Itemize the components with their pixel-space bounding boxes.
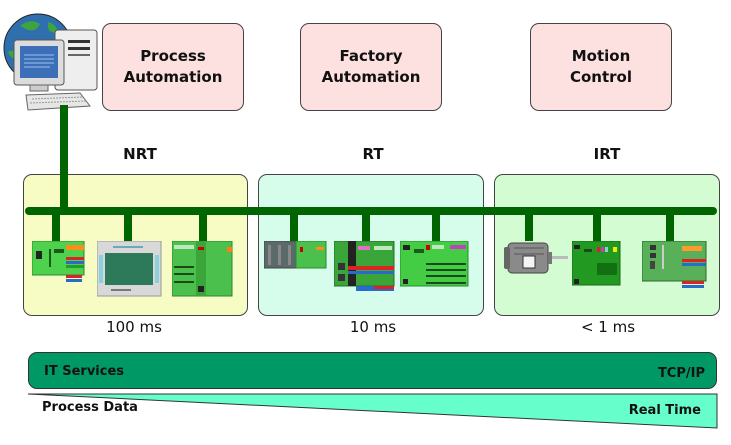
class-label-nrt: NRT xyxy=(123,145,157,163)
bus-drop xyxy=(52,211,60,241)
network-bus xyxy=(25,207,717,215)
cycle-time-irt: < 1 ms xyxy=(580,318,636,336)
class-label-irt: IRT xyxy=(593,145,621,163)
it-services-label: IT Services xyxy=(44,364,125,379)
bus-drop xyxy=(432,211,440,241)
cycle-time-nrt: 100 ms xyxy=(106,318,162,336)
io-block-icon xyxy=(334,241,395,291)
bus-drop xyxy=(593,211,601,241)
network-uplink xyxy=(60,105,68,211)
class-label-rt: RT xyxy=(362,145,384,163)
plc-rack-icon xyxy=(264,241,327,269)
app-box-motion-control: Motion Control xyxy=(530,23,672,111)
process-data-label: Process Data xyxy=(42,400,138,415)
drive-controller-icon xyxy=(572,241,621,286)
bus-drop xyxy=(666,211,674,241)
compact-controller-icon xyxy=(400,241,469,287)
cycle-time-rt: 10 ms xyxy=(349,318,397,336)
bus-drop xyxy=(525,211,533,241)
touch-panel-icon xyxy=(97,241,162,297)
io-controller-icon xyxy=(32,241,85,282)
bus-drop xyxy=(290,211,298,241)
bus-drop xyxy=(362,211,370,241)
app-box-factory-automation: Factory Automation xyxy=(300,23,442,111)
app-box-process-automation: Process Automation xyxy=(102,23,244,111)
io-module-icon xyxy=(642,241,707,288)
app-label: Factory Automation xyxy=(321,47,421,86)
bus-drop xyxy=(199,211,207,241)
motor-icon xyxy=(504,242,568,274)
app-label: Motion Control xyxy=(569,47,632,86)
app-label: Process Automation xyxy=(123,47,223,86)
tcp-ip-label: TCP/IP xyxy=(657,366,705,381)
workstation-icon xyxy=(3,13,98,111)
io-station-icon xyxy=(172,241,233,297)
it-services-bar xyxy=(28,352,717,389)
bus-drop xyxy=(124,211,132,241)
real-time-label: Real Time xyxy=(628,403,701,418)
